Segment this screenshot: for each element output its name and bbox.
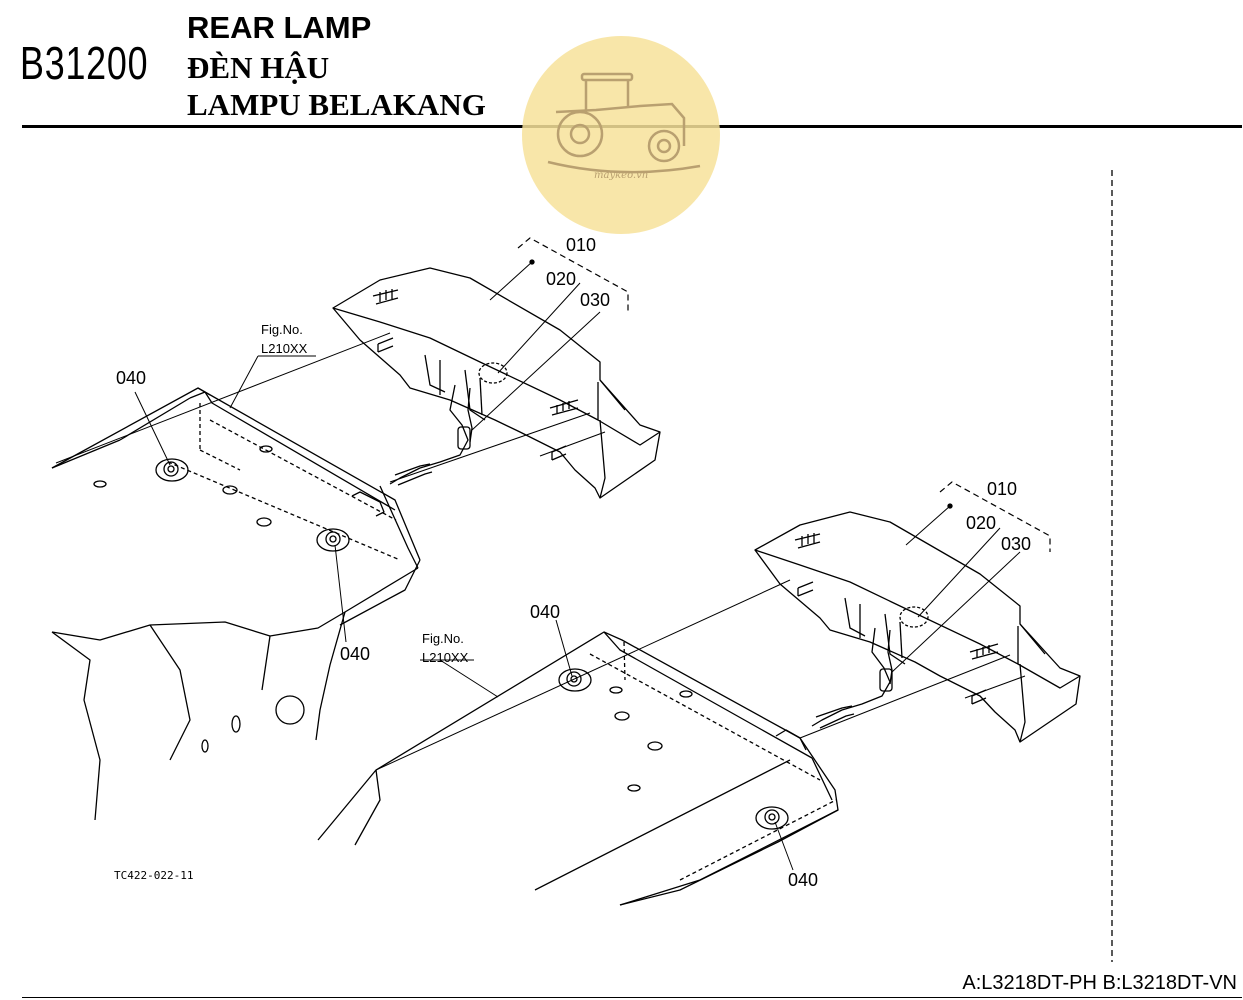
right-assembly-bracket [939, 481, 1051, 552]
left-bulb-marker [478, 362, 508, 384]
model-applicability: A:L3218DT-PH B:L3218DT-VN [962, 972, 1237, 994]
left-label-030: 030 [580, 290, 610, 310]
right-fig-ref: L210XX [422, 650, 469, 665]
left-leader-lines [134, 261, 601, 643]
right-leader-lines [420, 505, 1021, 871]
left-label-020: 020 [546, 269, 576, 289]
right-nut-a [558, 668, 592, 692]
left-label-010: 010 [566, 235, 596, 255]
right-label-010: 010 [987, 479, 1017, 499]
right-guide-lines [375, 579, 1026, 771]
right-bulb-marker [899, 606, 929, 628]
right-bracket-dot [947, 503, 953, 509]
left-label-040-b: 040 [340, 644, 370, 664]
watermark-text: maykeo.vn [594, 170, 648, 181]
right-hidden-lines [589, 641, 837, 881]
left-label-040-a: 040 [116, 368, 146, 388]
right-frame [317, 631, 839, 906]
right-label-020: 020 [966, 513, 996, 533]
tractor-icon [547, 72, 701, 174]
left-wire-harness [389, 384, 473, 486]
left-frame [51, 387, 421, 821]
left-assembly-bracket [517, 237, 629, 312]
watermark-logo: maykeo.vn [522, 36, 720, 234]
right-nut-b [755, 806, 789, 830]
left-hidden-lines [167, 403, 401, 561]
left-rear-lamp [332, 267, 661, 499]
right-rear-lamp [754, 511, 1081, 743]
left-nut-a [155, 458, 189, 482]
title-indonesian: LAMPU BELAKANG [187, 87, 486, 122]
footer-rule [22, 997, 1242, 998]
left-guide-lines [55, 332, 606, 483]
right-assembly [317, 481, 1081, 906]
right-fig-no: Fig.No. [422, 631, 464, 646]
left-fig-ref: L210XX [261, 341, 308, 356]
left-bracket-dot [529, 259, 535, 265]
title-english: REAR LAMP [187, 10, 372, 45]
right-wire-harness [811, 627, 893, 729]
right-label-040-a: 040 [530, 602, 560, 622]
section-code: B31200 [20, 37, 149, 89]
left-nut-b [316, 528, 350, 552]
title-vietnamese: ĐÈN HẬU [187, 50, 330, 85]
right-label-040-b: 040 [788, 870, 818, 890]
left-assembly [51, 237, 661, 821]
right-label-030: 030 [1001, 534, 1031, 554]
drawing-code: TC422-022-11 [114, 869, 193, 882]
left-fig-no: Fig.No. [261, 322, 303, 337]
